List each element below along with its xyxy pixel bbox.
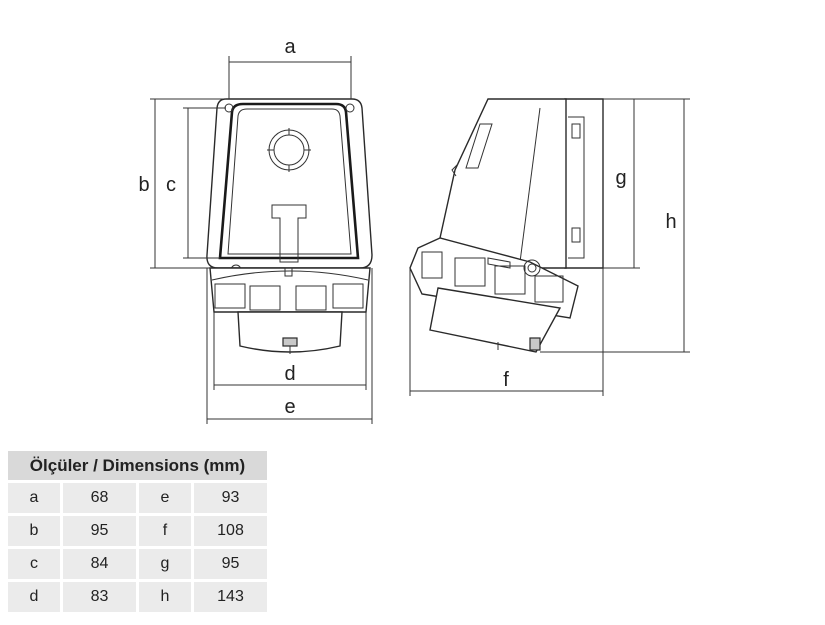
front-view [206, 98, 373, 354]
dim-label-a: a [284, 36, 296, 58]
table-row: c 84 g 95 [8, 549, 267, 579]
dim-value: 83 [63, 582, 136, 612]
dim-value: 95 [194, 549, 267, 579]
dim-label-d: d [284, 363, 295, 385]
front-dimensions: a b c d e [138, 36, 373, 424]
dim-label-c: c [166, 174, 176, 196]
dimensions-table: Ölçüler / Dimensions (mm) a 68 e 93 b 95… [8, 448, 267, 615]
dim-key: b [8, 516, 60, 546]
dim-value: 93 [194, 483, 267, 513]
dim-value: 143 [194, 582, 267, 612]
technical-drawing: a b c d e [138, 36, 690, 424]
table-row: d 83 h 143 [8, 582, 267, 612]
dim-key: e [139, 483, 191, 513]
table-row: b 95 f 108 [8, 516, 267, 546]
dim-label-e: e [284, 396, 295, 418]
table-row: a 68 e 93 [8, 483, 267, 513]
dim-key: f [139, 516, 191, 546]
front-collar [209, 267, 371, 313]
dim-key: d [8, 582, 60, 612]
table-header-row: Ölçüler / Dimensions (mm) [8, 451, 267, 480]
dim-value: 68 [63, 483, 136, 513]
dim-value: 84 [63, 549, 136, 579]
screw-hole [345, 103, 355, 113]
table-title: Ölçüler / Dimensions (mm) [8, 451, 267, 480]
dim-label-g: g [615, 167, 626, 189]
dim-key: g [139, 549, 191, 579]
side-socket-body [429, 287, 562, 353]
dim-label-f: f [503, 369, 509, 391]
dim-value: 108 [194, 516, 267, 546]
side-view [409, 98, 604, 353]
side-latch [529, 337, 541, 351]
t-slot [271, 204, 307, 263]
front-socket-body [237, 311, 343, 353]
dim-key: h [139, 582, 191, 612]
dim-label-b: b [138, 174, 149, 196]
dim-value: 95 [63, 516, 136, 546]
side-screw [523, 259, 541, 277]
front-gasket [218, 102, 360, 260]
front-latch [282, 337, 298, 347]
dim-key: c [8, 549, 60, 579]
dim-key: a [8, 483, 60, 513]
dim-label-h: h [665, 211, 676, 233]
side-dimensions: g h f [409, 98, 690, 396]
